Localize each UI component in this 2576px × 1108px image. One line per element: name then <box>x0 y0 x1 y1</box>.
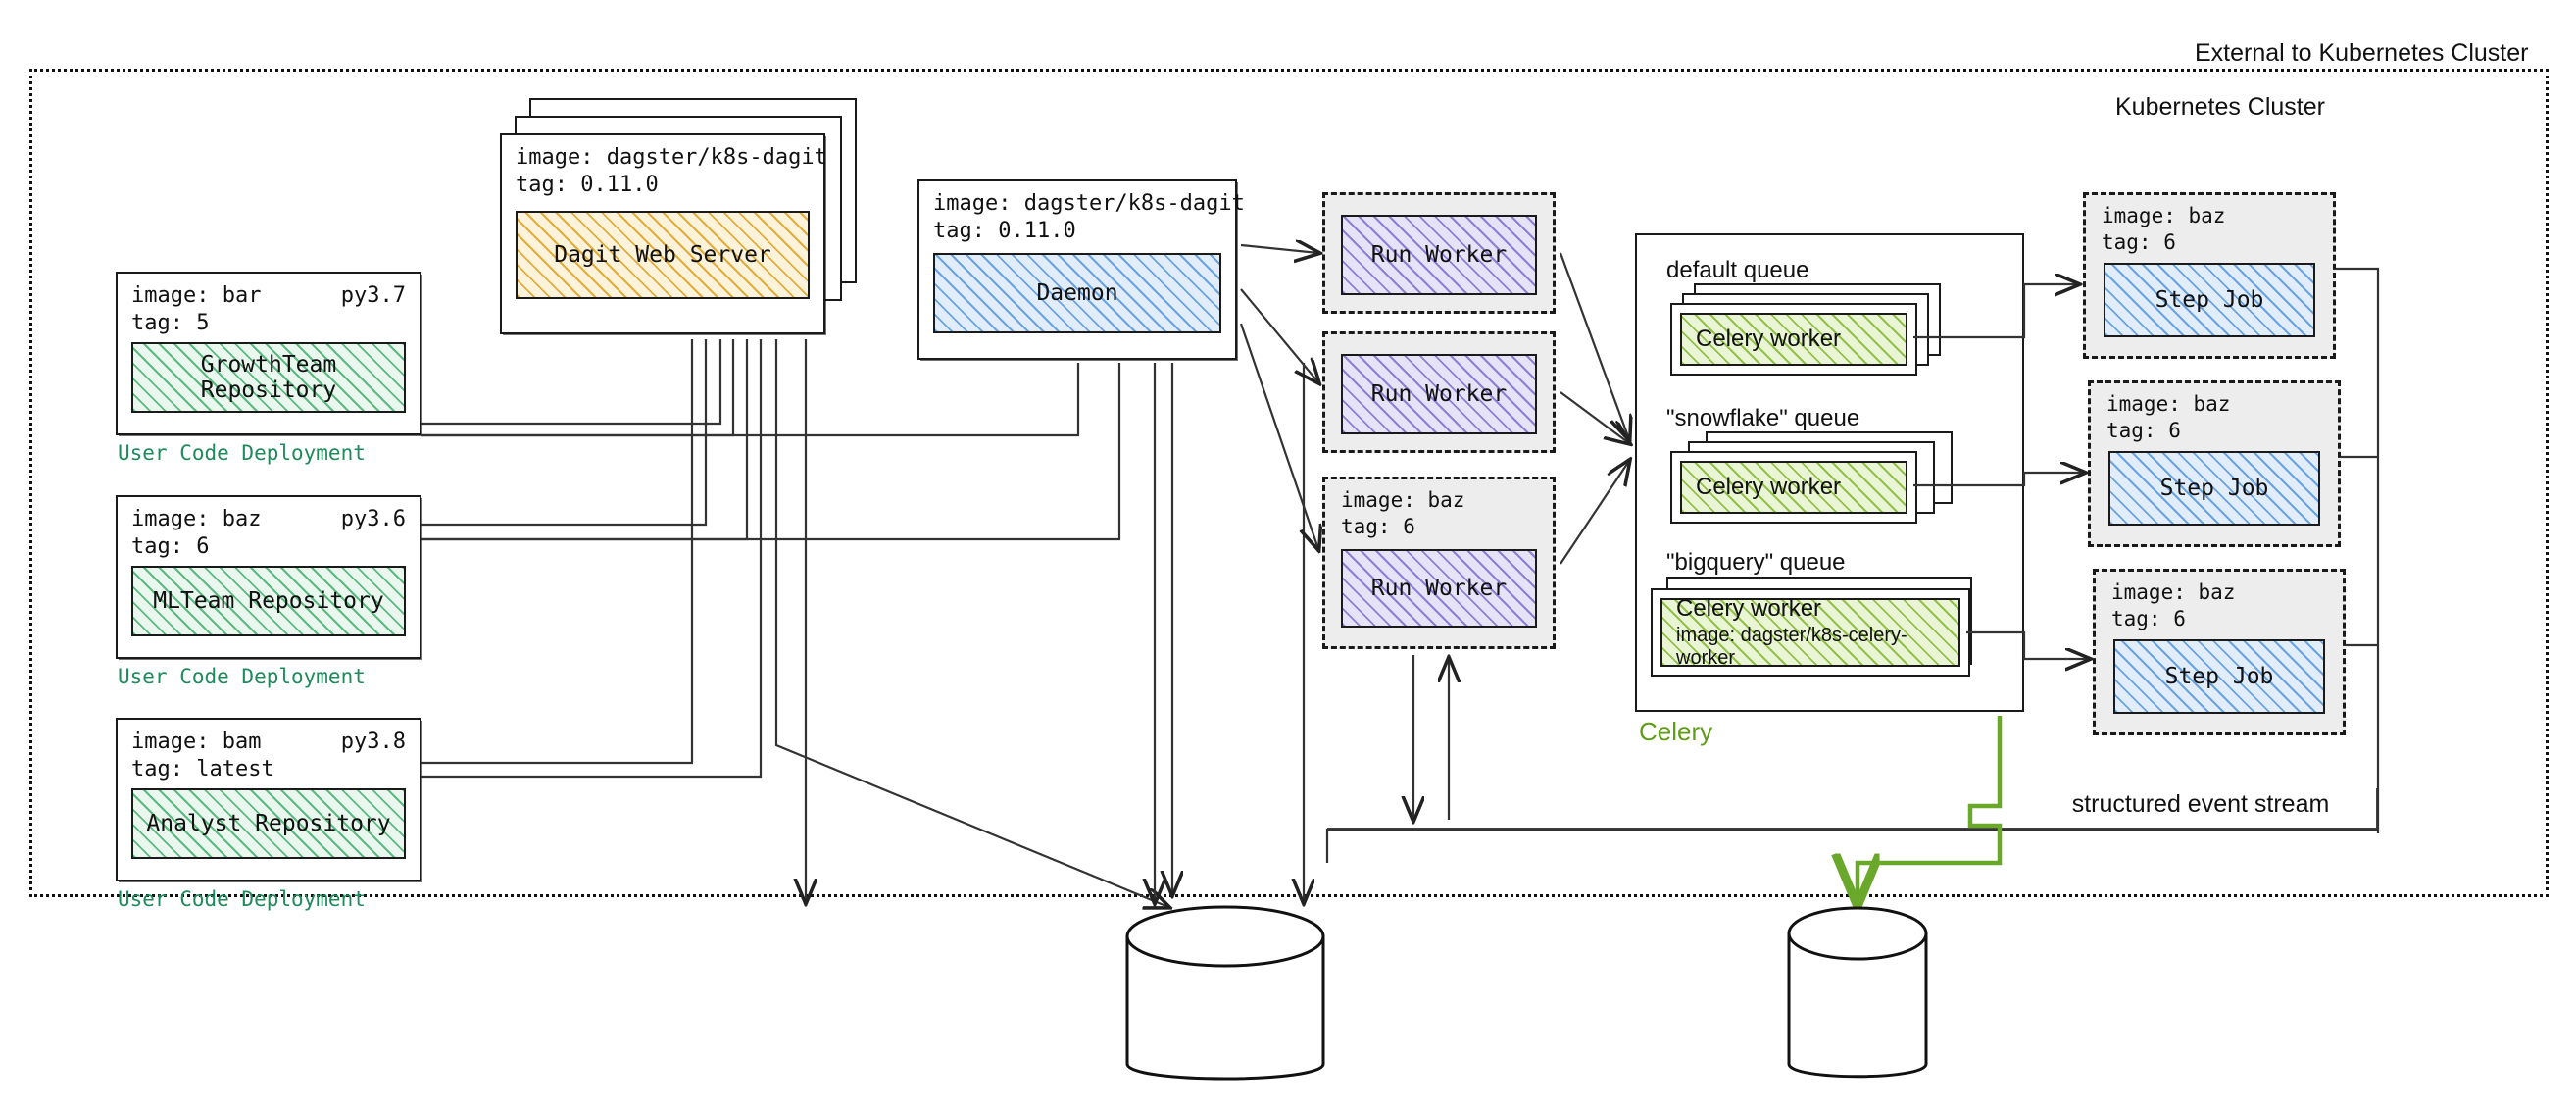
service-box-run-worker[interactable]: Run Worker <box>1341 215 1537 295</box>
step-job-1[interactable]: image: baz tag: 6 Step Job <box>2083 192 2336 359</box>
celery-worker-default[interactable]: Celery worker <box>1670 303 1917 376</box>
pod-image: image: baz <box>131 507 262 531</box>
pod-python-version: py3.6 <box>340 507 406 531</box>
user-code-deployment-analyst[interactable]: image: bam tag: latest py3.8 Analyst Rep… <box>116 718 421 881</box>
service-box-mlteam-repository[interactable]: MLTeam Repository <box>131 566 406 637</box>
celery-worker-label: Celery worker <box>1696 326 1842 352</box>
service-box-step-job[interactable]: Step Job <box>2108 450 2320 526</box>
celery-worker-image: image: dagster/k8s-celery-worker <box>1676 625 1907 669</box>
pod-image: image: baz <box>1341 488 1465 512</box>
celery-worker-label: Celery worker <box>1676 595 1822 622</box>
pod-tag: tag: 6 <box>131 534 210 560</box>
pod-python-version: py3.8 <box>340 730 406 754</box>
pod-image: image: baz <box>2106 392 2231 416</box>
pod-tag: tag: latest <box>131 757 274 782</box>
run-worker-job-2[interactable]: Run Worker <box>1322 331 1556 453</box>
dagit-web-server-pod[interactable]: image: dagster/k8s-dagit tag: 0.11.0 Dag… <box>500 133 827 334</box>
pod-tag: tag: 6 <box>2111 607 2186 631</box>
pod-python-version: py3.7 <box>340 283 406 308</box>
service-box-step-job[interactable]: Step Job <box>2113 638 2325 714</box>
pod-meta: image: baz tag: 6 <box>1325 479 1553 543</box>
pod-image: image: dagster/k8s-dagit <box>516 145 827 170</box>
step-job-3[interactable]: image: baz tag: 6 Step Job <box>2093 569 2346 735</box>
service-box-daemon[interactable]: Daemon <box>933 253 1221 334</box>
structured-event-stream-label: structured event stream <box>2071 790 2330 818</box>
postgresql-cylinder <box>1125 905 1325 1081</box>
pod-meta: image: bar tag: 5 py3.7 <box>118 274 420 339</box>
pod-meta: image: dagster/k8s-dagit tag: 0.11.0 <box>919 181 1245 247</box>
celery-worker-label: Celery worker <box>1696 474 1842 500</box>
pod-image: image: dagster/k8s-dagit <box>933 191 1245 216</box>
service-box-run-worker[interactable]: Run Worker <box>1341 548 1537 628</box>
celery-worker-inner: Celery worker <box>1680 461 1907 514</box>
pod-image: image: bam <box>131 730 262 754</box>
pod-image: image: baz <box>2102 204 2226 227</box>
pod-image: image: baz <box>2111 580 2236 604</box>
external-cluster-label: External to Kubernetes Cluster <box>2195 39 2529 67</box>
pod-meta: image: baz tag: 6 <box>2091 383 2338 447</box>
run-worker-job-3[interactable]: image: baz tag: 6 Run Worker <box>1322 477 1556 649</box>
pod-tag: tag: 6 <box>2106 419 2181 443</box>
deployment-caption-growthteam: User Code Deployment <box>118 441 366 465</box>
service-box-dagit-web-server[interactable]: Dagit Web Server <box>516 211 810 300</box>
step-job-2[interactable]: image: baz tag: 6 Step Job <box>2088 380 2341 547</box>
pod-tag: tag: 6 <box>1341 515 1415 539</box>
database-label-postgresql: PostgreSQL <box>1158 1010 1293 1037</box>
celery-caption: Celery <box>1639 717 1713 746</box>
service-box-step-job[interactable]: Step Job <box>2104 262 2315 337</box>
pod-meta: image: baz tag: 6 <box>2096 572 2343 635</box>
celery-worker-inner: Celery worker <box>1680 313 1907 366</box>
user-code-deployment-growthteam[interactable]: image: bar tag: 5 py3.7 GrowthTeam Repos… <box>116 272 421 435</box>
database-label-redis: Redis <box>1826 1010 1889 1037</box>
pod-tag: tag: 6 <box>2102 230 2176 255</box>
user-code-deployment-mlteam[interactable]: image: baz tag: 6 py3.6 MLTeam Repositor… <box>116 495 421 659</box>
pod-meta: image: baz tag: 6 <box>2086 195 2333 259</box>
queue-label-default: default queue <box>1666 257 1809 283</box>
daemon-pod[interactable]: image: dagster/k8s-dagit tag: 0.11.0 Dae… <box>917 179 1245 360</box>
pod-tag: tag: 5 <box>131 311 210 336</box>
kubernetes-cluster-boundary <box>29 69 2549 897</box>
redis-cylinder <box>1787 906 1928 1079</box>
service-box-growthteam-repository[interactable]: GrowthTeam Repository <box>131 342 406 414</box>
pod-tag: tag: 0.11.0 <box>933 219 1076 244</box>
kubernetes-cluster-label: Kubernetes Cluster <box>2114 93 2325 121</box>
queue-label-bigquery: "bigquery" queue <box>1666 549 1846 576</box>
deployment-caption-mlteam: User Code Deployment <box>118 665 366 688</box>
run-worker-job-1[interactable]: Run Worker <box>1322 192 1556 314</box>
pod-image: image: bar <box>131 283 262 308</box>
pod-tag: tag: 0.11.0 <box>516 173 659 198</box>
service-box-run-worker[interactable]: Run Worker <box>1341 354 1537 434</box>
celery-worker-inner: Celery worker image: dagster/k8s-celery-… <box>1660 595 1960 669</box>
service-box-analyst-repository[interactable]: Analyst Repository <box>131 788 406 860</box>
deployment-caption-analyst: User Code Deployment <box>118 887 366 911</box>
pod-meta: image: dagster/k8s-dagit tag: 0.11.0 <box>502 135 827 201</box>
celery-worker-bigquery[interactable]: Celery worker image: dagster/k8s-celery-… <box>1651 588 1970 677</box>
celery-worker-snowflake[interactable]: Celery worker <box>1670 451 1917 524</box>
pod-meta: image: baz tag: 6 py3.6 <box>118 497 420 563</box>
queue-label-snowflake: "snowflake" queue <box>1666 405 1860 431</box>
pod-meta: image: bam tag: latest py3.8 <box>118 720 420 785</box>
